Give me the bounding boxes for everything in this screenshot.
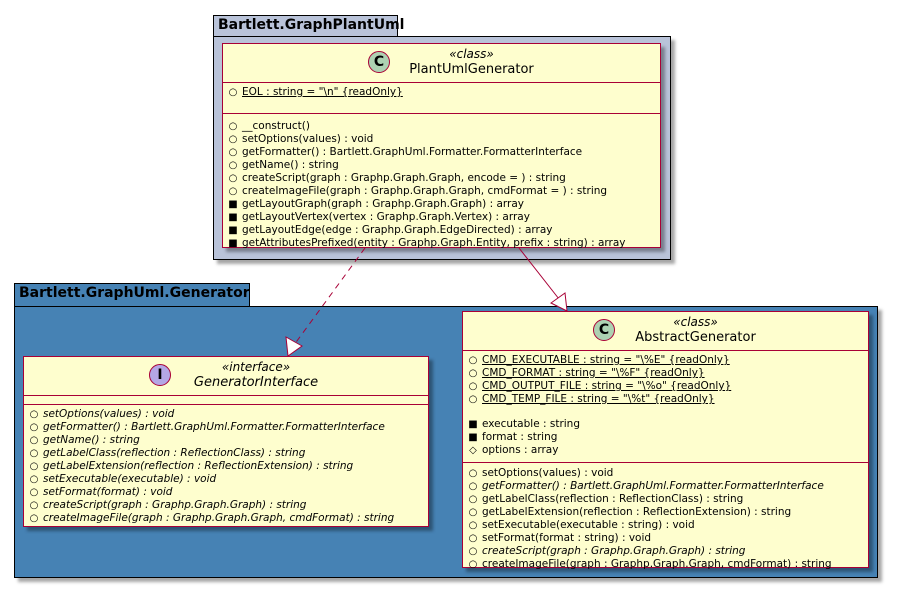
- interface-i-icon: I: [149, 364, 171, 386]
- private-visibility-icon: ■: [228, 212, 238, 223]
- public-visibility-icon: ○: [468, 546, 478, 557]
- public-visibility-icon: ○: [29, 448, 39, 459]
- public-visibility-icon: ○: [468, 394, 478, 405]
- method-row: ○createScript(graph : Graphp.Graph.Graph…: [29, 499, 307, 511]
- public-visibility-icon: ○: [29, 474, 39, 485]
- method-row: ○createScript(graph : Graphp.Graph.Graph…: [228, 172, 566, 184]
- public-visibility-icon: ○: [228, 147, 238, 158]
- method-row: ○getFormatter() : Bartlett.GraphUml.Form…: [29, 421, 385, 433]
- method-row: ■getAttributesPrefixed(entity : Graphp.G…: [228, 237, 626, 249]
- public-visibility-icon: ○: [468, 481, 478, 492]
- public-visibility-icon: ○: [228, 121, 238, 132]
- stereotype: «class»: [449, 47, 494, 61]
- package-tab-generator: Bartlett.GraphUml.Generator: [14, 283, 250, 307]
- private-visibility-icon: ■: [468, 419, 478, 430]
- class-name: PlantUmlGenerator: [409, 62, 534, 77]
- public-visibility-icon: ○: [29, 422, 39, 433]
- methods-section: ○setOptions(values) : void ○getFormatter…: [463, 463, 868, 571]
- stereotype: «class»: [673, 315, 718, 329]
- method-row: ○getFormatter() : Bartlett.GraphUml.Form…: [228, 146, 583, 158]
- field-row: ■executable : string: [468, 418, 581, 430]
- method-row: ○createImageFile(graph : Graphp.Graph.Gr…: [29, 512, 395, 524]
- method-row: ○getLabelExtension(reflection : Reflecti…: [29, 460, 354, 472]
- fields-section: ○CMD_EXECUTABLE : string = "\%E" {readOn…: [463, 351, 868, 463]
- implements-arrow: [285, 247, 366, 357]
- private-visibility-icon: ■: [468, 432, 478, 443]
- constant-row: ○CMD_EXECUTABLE : string = "\%E" {readOn…: [468, 354, 730, 366]
- method-row: ○getName() : string: [29, 434, 140, 446]
- public-visibility-icon: ○: [228, 134, 238, 145]
- stereotype: «interface»: [221, 360, 291, 374]
- public-visibility-icon: ○: [468, 468, 478, 479]
- private-visibility-icon: ■: [228, 238, 238, 249]
- private-visibility-icon: ■: [228, 225, 238, 236]
- method-row: ○setExecutable(executable : string) : vo…: [468, 519, 695, 531]
- method-row: ○getLabelExtension(reflection : Reflecti…: [468, 506, 792, 518]
- public-visibility-icon: ○: [228, 160, 238, 171]
- public-visibility-icon: ○: [468, 559, 478, 570]
- method-row: ■getLayoutGraph(graph : Graphp.Graph.Gra…: [228, 198, 524, 210]
- extends-arrow: [518, 247, 568, 312]
- package-tab-graphplantuml: Bartlett.GraphPlantUml: [213, 15, 404, 37]
- public-visibility-icon: ○: [29, 435, 39, 446]
- public-visibility-icon: ○: [29, 461, 39, 472]
- package-name: Bartlett.GraphUml.Generator: [19, 285, 250, 301]
- constant-row: ○CMD_OUTPUT_FILE : string = "\%o" {readO…: [468, 380, 732, 392]
- method-row: ■getLayoutEdge(edge : Graphp.Graph.EdgeD…: [228, 224, 553, 236]
- method-row: ○setFormat(format : string) : void: [468, 532, 652, 544]
- method-row: ○createImageFile(graph : Graphp.Graph.Gr…: [468, 558, 832, 570]
- class-abstractgenerator[interactable]: C «class» AbstractGenerator ○CMD_EXECUTA…: [462, 311, 869, 571]
- public-visibility-icon: ○: [228, 173, 238, 184]
- method-row: ○setFormat(format) : void: [29, 486, 173, 498]
- method-row: ○setOptions(values) : void: [29, 408, 175, 420]
- constant-row: ○CMD_FORMAT : string = "\%F" {readOnly}: [468, 367, 705, 379]
- field-row: ○ EOL : string = "\n" {readOnly}: [228, 86, 403, 98]
- method-row: ○setOptions(values) : void: [468, 467, 614, 479]
- method-row: ○getFormatter() : Bartlett.GraphUml.Form…: [468, 480, 824, 492]
- fields-section: ○ EOL : string = "\n" {readOnly}: [223, 83, 660, 114]
- class-c-icon: C: [368, 51, 390, 73]
- method-row: ○getName() : string: [228, 159, 339, 171]
- method-row: ○setOptions(values) : void: [228, 133, 374, 145]
- protected-visibility-icon: ◇: [469, 445, 477, 456]
- method-row: ○getLabelClass(reflection : ReflectionCl…: [29, 447, 306, 459]
- public-visibility-icon: ○: [468, 533, 478, 544]
- package-name: Bartlett.GraphPlantUml: [218, 17, 405, 33]
- methods-section: ○__construct() ○setOptions(values) : voi…: [223, 114, 660, 250]
- method-row: ○createScript(graph : Graphp.Graph.Graph…: [468, 545, 746, 557]
- interface-generatorinterface[interactable]: I «interface» GeneratorInterface ○setOpt…: [23, 356, 429, 527]
- public-visibility-icon: ○: [468, 507, 478, 518]
- public-visibility-icon: ○: [29, 409, 39, 420]
- method-row: ○__construct(): [228, 120, 310, 132]
- class-name: AbstractGenerator: [635, 330, 756, 345]
- public-visibility-icon: ○: [468, 520, 478, 531]
- class-header: I «interface» GeneratorInterface: [24, 357, 428, 396]
- class-c-icon: C: [593, 319, 615, 341]
- methods-section: ○setOptions(values) : void ○getFormatter…: [24, 405, 428, 525]
- class-header: C «class» AbstractGenerator: [463, 312, 868, 351]
- public-visibility-icon: ○: [228, 87, 238, 98]
- method-row: ○getLabelClass(reflection : ReflectionCl…: [468, 493, 744, 505]
- method-row: ○setExecutable(executable) : void: [29, 473, 217, 485]
- public-visibility-icon: ○: [468, 355, 478, 366]
- fields-section: [24, 396, 428, 405]
- class-name: GeneratorInterface: [193, 375, 319, 390]
- field-row: ◇options : array: [469, 444, 559, 456]
- class-header: C «class» PlantUmlGenerator: [223, 44, 660, 83]
- field-row: ■format : string: [468, 431, 558, 443]
- public-visibility-icon: ○: [228, 186, 238, 197]
- constant-row: ○CMD_TEMP_FILE : string = "\%t" {readOnl…: [468, 393, 715, 405]
- public-visibility-icon: ○: [468, 368, 478, 379]
- method-row: ○createImageFile(graph : Graphp.Graph.Gr…: [228, 185, 608, 197]
- public-visibility-icon: ○: [468, 494, 478, 505]
- public-visibility-icon: ○: [29, 500, 39, 511]
- method-row: ■getLayoutVertex(vertex : Graphp.Graph.V…: [228, 211, 530, 223]
- private-visibility-icon: ■: [228, 199, 238, 210]
- public-visibility-icon: ○: [29, 487, 39, 498]
- public-visibility-icon: ○: [468, 381, 478, 392]
- public-visibility-icon: ○: [29, 513, 39, 524]
- class-plantumlgenerator[interactable]: C «class» PlantUmlGenerator ○ EOL : stri…: [222, 43, 661, 250]
